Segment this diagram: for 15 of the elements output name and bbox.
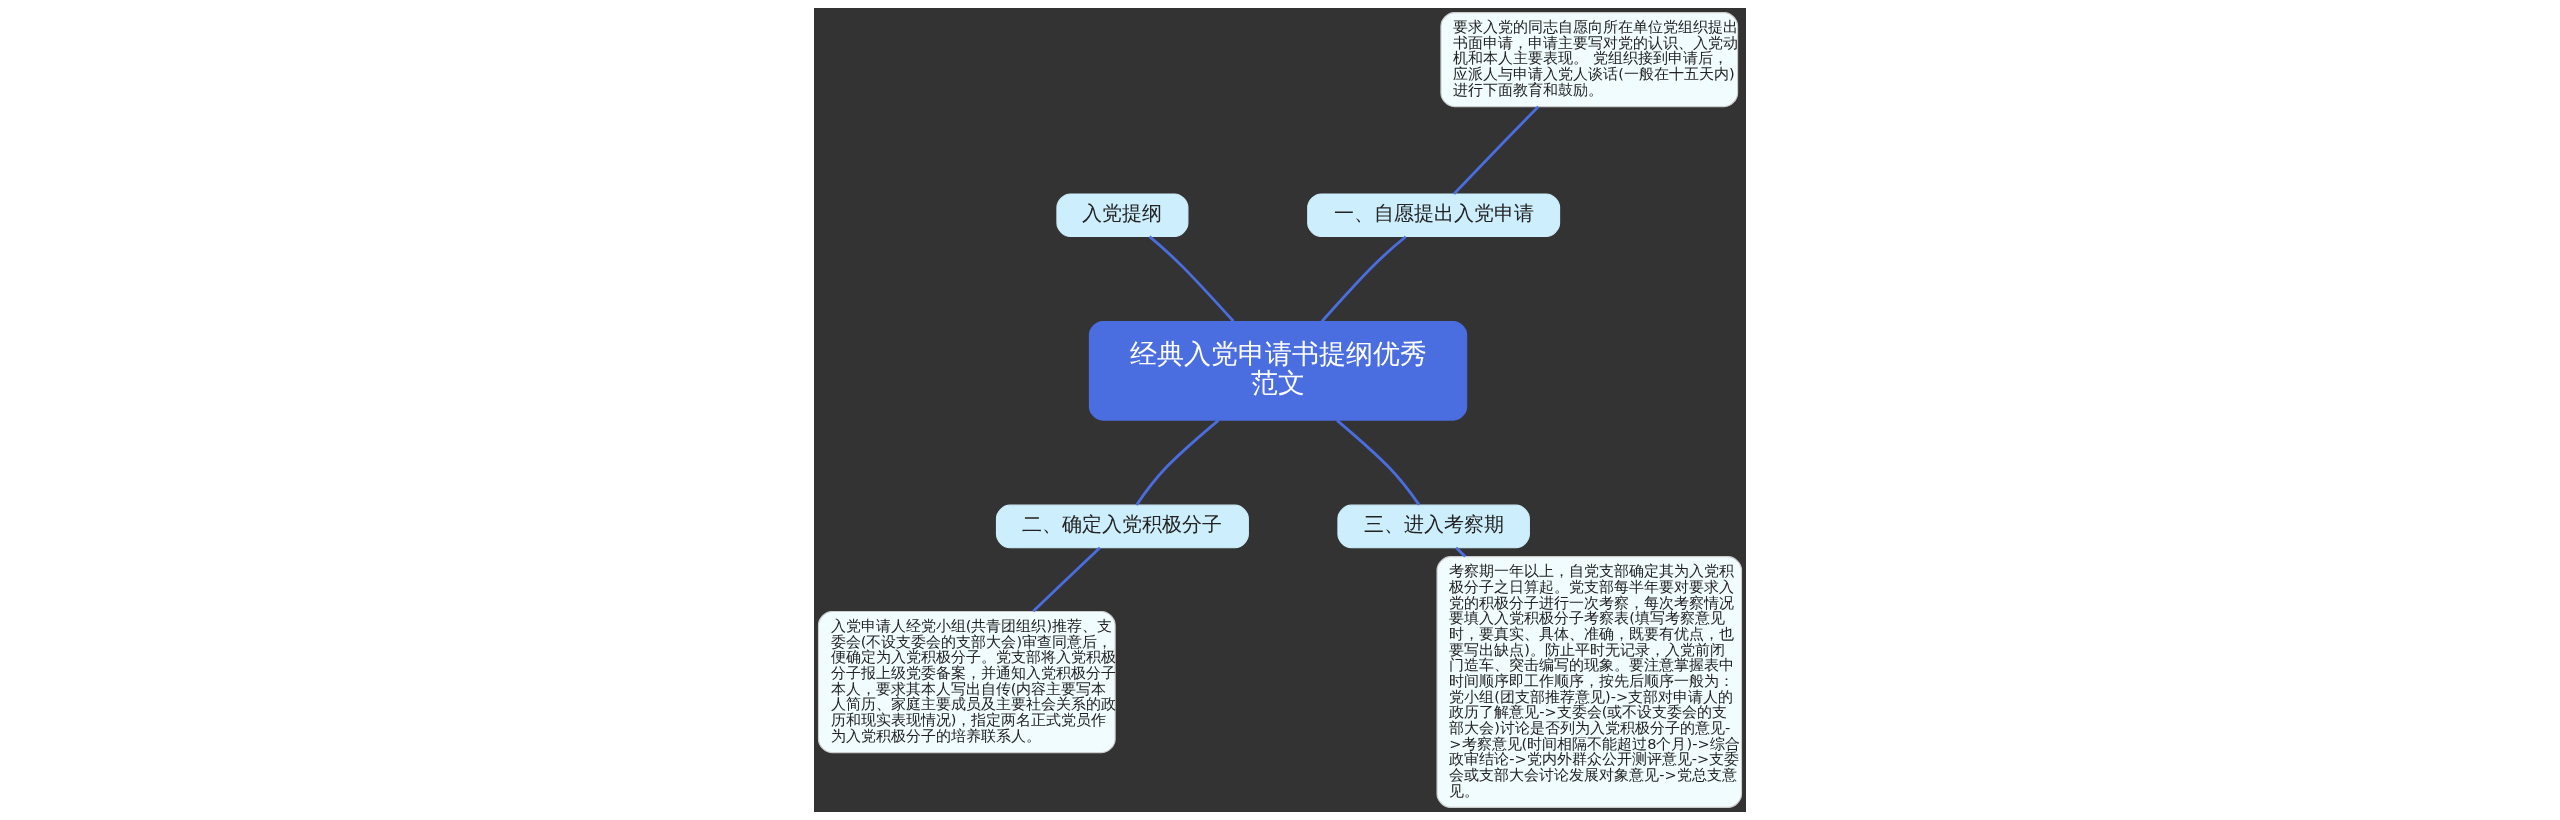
- connector: [1148, 235, 1235, 323]
- connector: [1453, 105, 1540, 195]
- node-box: 一、自愿提出入党申请: [1307, 193, 1561, 238]
- node-box: 经典入党申请书提纲优秀范文: [1088, 321, 1468, 421]
- node-box: 二、确定入党积极分子: [995, 504, 1249, 549]
- connector: [1135, 419, 1220, 506]
- connector: [1455, 546, 1467, 558]
- node-box: 考察期一年以上，自党支部确定其为入党积极分子之日算起。党支部每半年要对要求入党的积极分子进行一次考察，每次考察情况要填入入党积极分子考察表(填写考察意见时，要真实、具体、准确，既要有优点，也要写出缺点)。防止平时无记录，入党前闭门造车、突击编写的现象。要注意掌握表中时间顺序即工作顺序，按先后顺序一般为：党小组(团支部推荐意见)->支部对申请人的政历了解意见->支委会(或不设支委会的支部大会)讨论是否列为入党积极分子的意见->考察意见(时间相隔不能超过8个月)->综合政审结论->党内外群众公开测评意见->支委会或支部大会讨论发展对象意见->党总支意见。: [1436, 556, 1743, 808]
- node-box: 要求入党的同志自愿向所在单位党组织提出书面申请，申请主要写对党的认识、入党动机和本人主要表现。 党组织接到申请后，应派人与申请入党人谈话(一般在十五天内)进行下面教育和鼓励。: [1440, 12, 1739, 108]
- node-box: 入党申请人经党小组(共青团组织)推荐、支委会(不设支委会的支部大会)审查同意后，便确定为入党积极分子。党支部将入党积极分子报上级党委备案，并通知入党积极分子本人，要求其本人写出自传(内容主要写本人简历、家庭主要成员及主要社会关系的政历和现实表现情况)，指定两名正式党员作为入党积极分子的培养联系人。: [817, 610, 1116, 754]
- connector: [1032, 546, 1101, 613]
- node-box: 三、进入考察期: [1337, 504, 1530, 549]
- connector: [1320, 235, 1407, 323]
- node-box: 入党提纲: [1056, 193, 1189, 238]
- connector: [1336, 419, 1421, 506]
